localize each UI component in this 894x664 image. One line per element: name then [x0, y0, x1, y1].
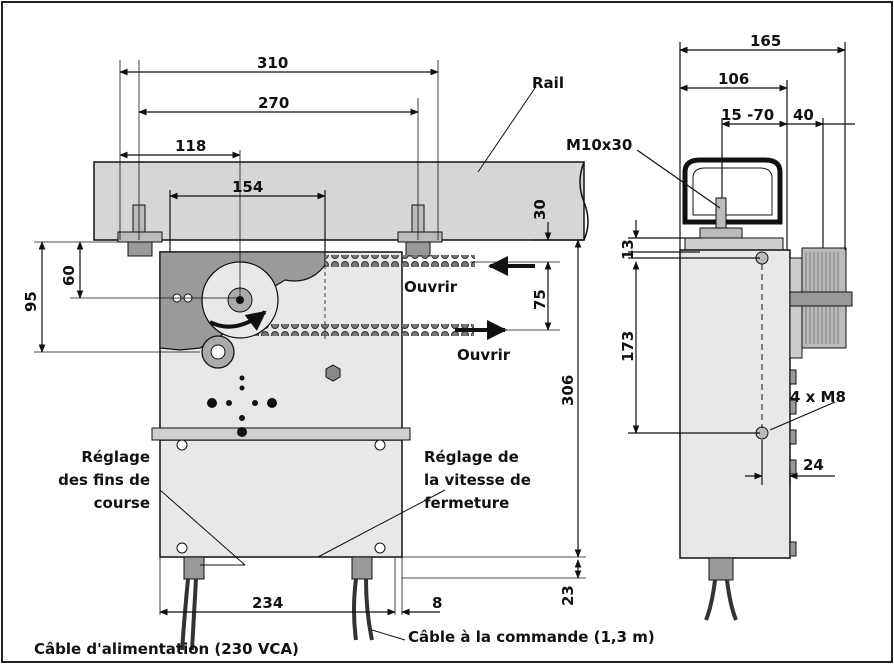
leader-lines — [159, 87, 536, 641]
label-speed-line1: Réglage de — [424, 448, 519, 466]
dim-24: 24 — [803, 456, 824, 474]
chain-lower — [236, 324, 474, 336]
dim-154: 154 — [232, 178, 263, 196]
dim-310: 310 — [257, 54, 288, 72]
dim-8: 8 — [432, 594, 442, 612]
dim-15-70: 15 -70 — [721, 106, 774, 124]
cable-gland-right — [351, 556, 374, 641]
dim-95: 95 — [22, 291, 40, 312]
dim-165: 165 — [750, 32, 781, 50]
label-ouvrir-bottom: Ouvrir — [457, 346, 511, 364]
label-speed-line3: fermeture — [424, 494, 509, 512]
label-control-cable: Câble à la commande (1,3 m) — [408, 628, 655, 646]
dim-106: 106 — [718, 70, 749, 88]
mounting-bolt-right — [397, 204, 443, 257]
dim-75: 75 — [531, 289, 549, 310]
label-limit-line1: Réglage — [81, 448, 150, 466]
label-limit-line2: des fins de — [58, 471, 150, 489]
body-screws — [176, 364, 386, 554]
dim-40: 40 — [793, 106, 814, 124]
dim-23: 23 — [559, 585, 577, 606]
dim-306: 306 — [559, 375, 577, 406]
idler-sprocket — [201, 335, 235, 369]
side-view — [679, 157, 853, 621]
label-power-cable: Câble d'alimentation (230 VCA) — [34, 640, 299, 658]
label-bolt: M10x30 — [566, 136, 632, 154]
label-screws: 4 x M8 — [790, 388, 846, 406]
dim-60: 60 — [60, 265, 78, 286]
chain-upper — [325, 255, 475, 267]
dim-118: 118 — [175, 137, 206, 155]
label-speed-line2: la vitesse de — [424, 471, 531, 489]
dim-270: 270 — [258, 94, 289, 112]
label-rail: Rail — [532, 74, 564, 92]
label-limit-line3: course — [94, 494, 150, 512]
dim-13: 13 — [619, 239, 637, 260]
dim-30: 30 — [531, 199, 549, 220]
rail — [93, 161, 589, 241]
label-ouvrir-top: Ouvrir — [404, 278, 458, 296]
dim-173: 173 — [619, 331, 637, 362]
dim-234: 234 — [252, 594, 283, 612]
